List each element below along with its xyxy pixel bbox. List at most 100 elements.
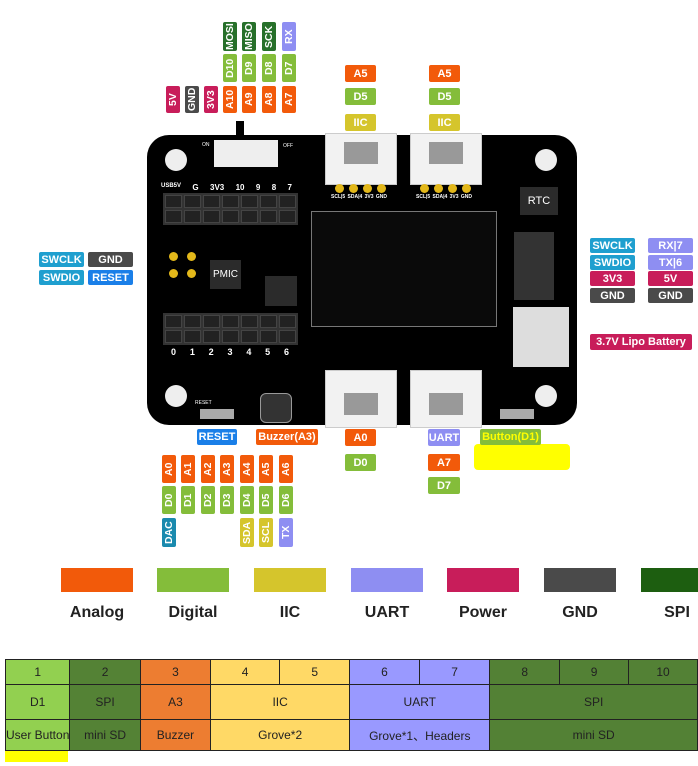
debug-label-tx: TX|6 (648, 255, 693, 270)
legend-label-uart: UART (364, 604, 410, 621)
legend-label-spi: SPI (664, 604, 690, 621)
pin-label-a6: A6 (279, 455, 293, 483)
legend-swatch-gnd (544, 568, 616, 592)
swd-pad (187, 252, 196, 261)
grove1-bus-label: IIC (345, 114, 376, 131)
battery-label: 3.7V Lipo Battery (590, 334, 692, 350)
battery-connector[interactable] (513, 307, 569, 367)
table-function-cell: A3 (139, 684, 212, 720)
pin-label-rx: RX (282, 22, 296, 51)
legend-swatch-power (447, 568, 519, 592)
pin-label-d9: D9 (242, 54, 256, 82)
table-header-cell: 3 (139, 659, 212, 685)
silk-label: 2 (208, 347, 214, 357)
silk-label: 4 (246, 347, 252, 357)
silk-label-3v3: 3V3 (449, 194, 459, 200)
silk-label: 5 (265, 347, 271, 357)
silk-label-gnd: GND (375, 194, 387, 200)
switch-on-label: ON (202, 142, 210, 148)
pin-label-scl: SCL (259, 518, 273, 547)
swd-pad (169, 252, 178, 261)
table-use-cell: Grove*1、Headers (349, 719, 491, 751)
legend-swatch-spi (641, 568, 698, 592)
table-header-cell: 4 (210, 659, 281, 685)
debug-label-gnd: GND (88, 252, 133, 267)
silk-label-sda: SDA|4 (432, 194, 448, 200)
pin-label-a7: A7 (282, 86, 296, 113)
pin-header-top (163, 193, 298, 225)
pin-label-5v: 5V (166, 86, 180, 113)
grove-pin (349, 184, 358, 193)
legend-label-iic: IIC (279, 604, 301, 621)
legend-swatch-uart (351, 568, 423, 592)
grove-pin (363, 184, 372, 193)
grove3-digital-label: D0 (345, 454, 376, 471)
table-function-cell: IIC (210, 684, 351, 720)
pin-label-a5: A5 (259, 455, 273, 483)
power-switch[interactable] (214, 140, 278, 167)
grove1-digital-label: D5 (345, 88, 376, 105)
silk-label-gnd: GND (460, 194, 472, 200)
pin-label-d2: D2 (201, 486, 215, 514)
grove2-bus-label: IIC (429, 114, 460, 131)
debug-label-swclk: SWCLK (39, 252, 84, 267)
swd-pad (169, 269, 178, 278)
pin-label-a4: A4 (240, 455, 254, 483)
silk-label: 7 (287, 183, 292, 192)
table-header-cell: 8 (489, 659, 561, 685)
swd-pad (187, 269, 196, 278)
power-label-3v3: 3V3 (590, 271, 635, 286)
table-use-cell: mini SD (489, 719, 698, 751)
grove-connector-top-2[interactable] (410, 133, 482, 185)
legend-label-gnd: GND (562, 604, 598, 621)
user-button[interactable] (500, 409, 534, 419)
grove3-analog-label: A0 (345, 429, 376, 446)
silk-label: 3 (227, 347, 233, 357)
grove4-uart-label: UART (428, 429, 460, 446)
table-header-cell: 1 (4, 659, 71, 685)
reset-button[interactable] (200, 409, 234, 419)
grove4-digital-label: D7 (428, 477, 460, 494)
silk-label: 9 (255, 183, 261, 192)
legend-label-digital: Digital (168, 604, 218, 621)
grove-connector-bottom-1[interactable] (325, 370, 397, 428)
switch-lever (236, 121, 244, 137)
legend-label-analog: Analog (69, 604, 125, 621)
grove-connector-top-1[interactable] (325, 133, 397, 185)
silk-label: 10 (235, 183, 245, 192)
table-function-cell: SPI (489, 684, 698, 720)
reset-silk-label: RESET (195, 400, 212, 406)
highlight-mark (474, 444, 570, 470)
pmic-chip: PMIC (210, 260, 241, 289)
mount-hole (165, 385, 187, 407)
debug-label-swdio: SWDIO (39, 270, 84, 285)
pin-label-miso: MISO (242, 22, 256, 51)
rtc-chip: RTC (520, 187, 558, 215)
pin-label-d8: D8 (262, 54, 276, 82)
power-label-5v: 5V (648, 271, 693, 286)
pin-label-tx: TX (279, 518, 293, 547)
legend-swatch-analog (61, 568, 133, 592)
grove-pin (448, 184, 457, 193)
reset-label: RESET (197, 429, 237, 445)
grove2-analog-label: A5 (429, 65, 460, 82)
silk-label: 0 (171, 347, 177, 357)
debug-label-rx: RX|7 (648, 238, 693, 253)
table-header-cell: 6 (349, 659, 420, 685)
silk-label: 8 (271, 183, 277, 192)
table-function-cell: UART (349, 684, 491, 720)
display-screen (311, 211, 497, 327)
switch-off-label: OFF (283, 143, 293, 149)
mount-hole (535, 385, 557, 407)
silk-label-scl: SCL|5 (416, 194, 431, 200)
debug-label-reset: RESET (88, 270, 133, 285)
table-use-cell: mini SD (69, 719, 141, 751)
button-label: Button(D1) (480, 429, 541, 445)
table-use-cell: Grove*2 (210, 719, 351, 751)
pin-label-a1: A1 (181, 455, 195, 483)
grove-pin (335, 184, 344, 193)
pin-label-sck: SCK (262, 22, 276, 51)
grove-connector-bottom-2[interactable] (410, 370, 482, 428)
